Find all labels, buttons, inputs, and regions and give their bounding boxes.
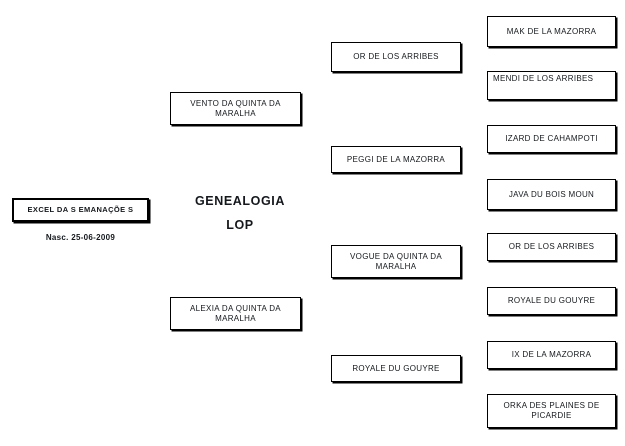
chart-title-line2: LOP <box>226 218 254 232</box>
chart-title-line1: GENEALOGIA <box>194 194 286 208</box>
great-grandparent-7-name: IX DE LA MAZORRA <box>511 350 592 359</box>
subject-name: EXCEL DA S EMANAÇÕE S <box>27 205 134 214</box>
grandparent-4-name: ROYALE DU GOUYRE <box>352 363 440 373</box>
pedigree-box-great-grandparent-6: ROYALE DU GOUYRE <box>487 287 616 315</box>
pedigree-box-grandparent-4: ROYALE DU GOUYRE <box>331 355 461 382</box>
pedigree-box-great-grandparent-1: MAK DE LA MAZORRA <box>487 16 616 47</box>
pedigree-box-dam: ALEXIA DA QUINTA DA MARALHA <box>170 297 301 330</box>
grandparent-3-name: VOGUE DA QUINTA DA MARALHA <box>350 251 442 271</box>
pedigree-box-grandparent-1: OR DE LOS ARRIBES <box>331 42 461 72</box>
subject-birth-date: Nasc. 25-06-2009 <box>45 233 116 242</box>
pedigree-box-great-grandparent-5: OR DE LOS ARRIBES <box>487 233 616 261</box>
grandparent-1-name: OR DE LOS ARRIBES <box>353 52 439 61</box>
pedigree-box-great-grandparent-4: JAVA DU BOIS MOUN <box>487 179 616 210</box>
great-grandparent-2-name: MENDI DE LOS ARRIBES <box>493 74 594 83</box>
pedigree-box-sire: VENTO DA QUINTA DA MARALHA <box>170 92 301 125</box>
great-grandparent-6-name: ROYALE DU GOUYRE <box>507 296 596 305</box>
great-grandparent-4-name: JAVA DU BOIS MOUN <box>508 189 595 199</box>
great-grandparent-1-name: MAK DE LA MAZORRA <box>506 26 597 36</box>
sire-name: VENTO DA QUINTA DA MARALHA <box>190 98 281 118</box>
pedigree-box-great-grandparent-3: IZARD DE CAHAMPOTI <box>487 125 616 153</box>
pedigree-box-grandparent-3: VOGUE DA QUINTA DA MARALHA <box>331 245 461 278</box>
pedigree-box-great-grandparent-8: ORKA DES PLAINES DE PICARDIE <box>487 394 616 428</box>
pedigree-box-great-grandparent-7: IX DE LA MAZORRA <box>487 341 616 369</box>
great-grandparent-5-name: OR DE LOS ARRIBES <box>508 242 595 251</box>
great-grandparent-3-name: IZARD DE CAHAMPOTI <box>505 134 598 143</box>
dam-name: ALEXIA DA QUINTA DA MARALHA <box>190 303 281 323</box>
great-grandparent-8-name: ORKA DES PLAINES DE PICARDIE <box>503 401 600 420</box>
pedigree-box-subject: EXCEL DA S EMANAÇÕE S <box>12 198 149 222</box>
pedigree-box-grandparent-2: PEGGI DE LA MAZORRA <box>331 146 461 173</box>
pedigree-box-great-grandparent-2: MENDI DE LOS ARRIBES <box>487 71 616 100</box>
grandparent-2-name: PEGGI DE LA MAZORRA <box>346 154 446 164</box>
